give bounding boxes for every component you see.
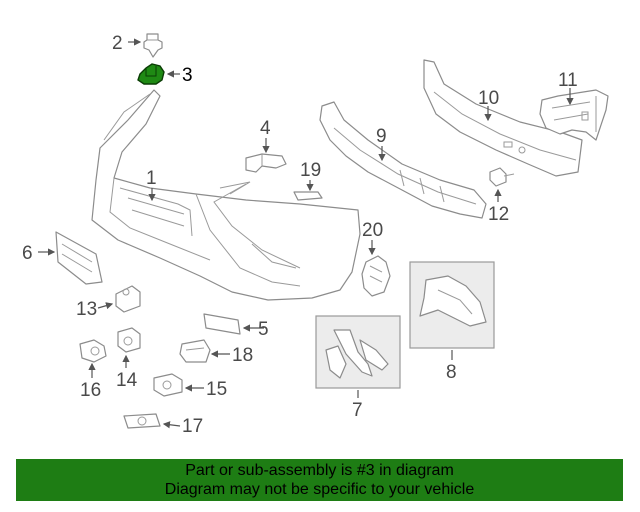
callout-15: 15 [206, 379, 227, 400]
part-17-bracket[interactable] [123, 413, 161, 429]
callout-3: 3 [182, 65, 193, 86]
leader-lines [38, 38, 574, 429]
part-5-trim[interactable] [203, 313, 241, 335]
part-6-license-bracket[interactable] [55, 231, 103, 285]
callout-5: 5 [258, 319, 269, 340]
part-3-retainer-highlighted[interactable] [137, 63, 165, 85]
parts-diagram: 2 3 1 4 5 6 7 8 9 10 11 12 13 14 15 16 1… [22, 33, 609, 437]
callout-14: 14 [116, 370, 138, 391]
callout-12: 12 [488, 204, 509, 225]
part-10-reinforcement-beam[interactable] [423, 59, 583, 177]
part-1-bumper-cover[interactable] [91, 89, 361, 301]
part-8-fog-lamp-cover[interactable] [409, 261, 495, 349]
part-9-energy-absorber[interactable] [319, 101, 487, 219]
callout-4: 4 [260, 118, 271, 139]
callout-16: 16 [80, 380, 101, 401]
callout-2: 2 [112, 33, 123, 54]
callout-10: 10 [478, 88, 499, 109]
part-4-bracket[interactable] [245, 153, 287, 173]
part-16-sensor[interactable] [79, 339, 107, 363]
callout-1: 1 [146, 168, 157, 189]
callout-9: 9 [376, 126, 387, 147]
callout-13: 13 [76, 299, 97, 320]
part-2-clip[interactable] [143, 33, 163, 58]
callout-6: 6 [22, 243, 33, 264]
part-13-sensor-housing[interactable] [115, 285, 141, 313]
callout-11: 11 [558, 70, 578, 91]
part-11-side-bracket[interactable] [539, 89, 609, 141]
callout-7: 7 [352, 400, 363, 421]
banner-line-disclaimer: Diagram may not be specific to your vehi… [164, 481, 475, 498]
part-12-bolt[interactable] [489, 167, 515, 187]
callout-19: 19 [300, 160, 321, 181]
callout-17: 17 [182, 416, 203, 437]
info-banner: Part or sub-assembly is #3 in diagram Di… [16, 459, 623, 501]
callout-20: 20 [362, 220, 383, 241]
part-18-bracket[interactable] [179, 339, 211, 363]
banner-line-part-number: Part or sub-assembly is #3 in diagram [185, 462, 454, 479]
part-19-pad[interactable] [293, 191, 323, 201]
callout-18: 18 [232, 345, 253, 366]
part-7-grille-assembly[interactable] [315, 315, 401, 389]
callout-8: 8 [446, 362, 457, 383]
part-15-sensor-retainer[interactable] [153, 373, 183, 397]
part-20-sensor[interactable] [361, 255, 391, 297]
part-14-sensor[interactable] [117, 327, 141, 353]
